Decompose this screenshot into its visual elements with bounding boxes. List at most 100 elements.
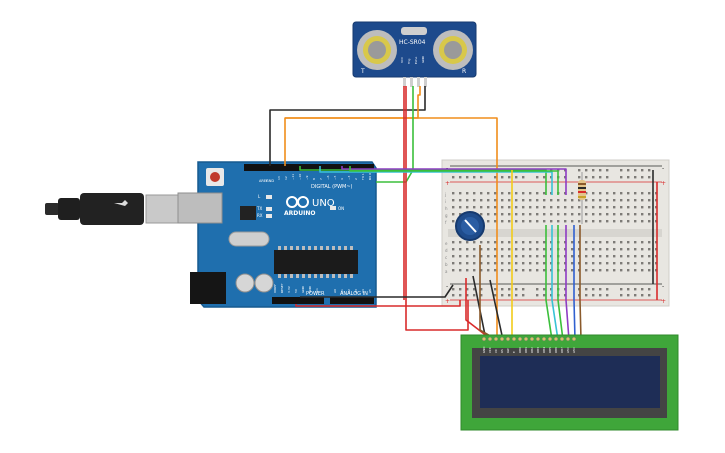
resistor bbox=[578, 172, 586, 224]
aref-label: AREF bbox=[259, 179, 268, 183]
power-pin-label: 3.3V bbox=[287, 285, 291, 293]
power-pin-label: IOREF bbox=[273, 284, 277, 293]
lcd-pin-label: LED bbox=[572, 348, 576, 353]
row-letter-a: a bbox=[445, 269, 448, 274]
arduino-logo-icon bbox=[286, 196, 309, 208]
digital-pin-label: 7 bbox=[319, 178, 323, 180]
usb-symbol-icon bbox=[114, 200, 128, 206]
rail-plus-bottom: + bbox=[445, 298, 450, 305]
lcd-pin-label: VCC bbox=[488, 347, 492, 353]
lcd-pin bbox=[530, 337, 535, 342]
lcd-pin-label: DB3 bbox=[536, 347, 540, 353]
analog-pin-label: A5 bbox=[368, 289, 372, 293]
power-pin-label: Vin bbox=[315, 288, 319, 293]
arduino-uno-board: L TX RX ON DIGITAL (PWM~) POWER ANALOG I… bbox=[177, 161, 377, 308]
arduino-model: UNO bbox=[312, 198, 335, 209]
analog-label: ANALOG IN bbox=[340, 291, 368, 297]
analog-header bbox=[330, 297, 374, 304]
lcd-pin bbox=[506, 337, 511, 342]
wire-green-d12 bbox=[299, 166, 547, 195]
lcd-pin-label: V0 bbox=[494, 349, 498, 353]
ultrasonic-sensor: HC-SR04 T R VCC Trig Echo GND bbox=[352, 21, 477, 87]
lcd-pin-label: DB5 bbox=[548, 347, 552, 353]
potentiometer[interactable] bbox=[455, 211, 485, 241]
lcd-pin-label: DB1 bbox=[524, 347, 528, 353]
sensor-pin-vcc: VCC bbox=[400, 57, 404, 63]
rail-minus-top-right: - bbox=[662, 165, 664, 172]
rail-plus-bottom-right: + bbox=[661, 298, 666, 305]
lcd-pin-label: DB0 bbox=[518, 347, 522, 353]
wire-black-sensor-gnd bbox=[269, 86, 426, 166]
lcd-pin-label: DB7 bbox=[560, 347, 564, 353]
row-letter-d: d bbox=[445, 248, 448, 253]
wires bbox=[269, 86, 658, 341]
sensor-left-mark: T bbox=[360, 68, 365, 75]
power-pin-label: 5V bbox=[294, 288, 298, 293]
analog-pin-label: A4 bbox=[361, 289, 365, 293]
wire-cyan-d11 bbox=[319, 166, 553, 195]
reset-button[interactable] bbox=[210, 172, 220, 182]
digital-pin-label: 13 bbox=[277, 176, 281, 180]
lcd-screen bbox=[480, 356, 660, 408]
sensor-pin-header bbox=[403, 77, 427, 87]
lcd-pin bbox=[554, 337, 559, 342]
lcd-pin-label: DB4 bbox=[542, 347, 546, 353]
digital-label: DIGITAL (PWM~) bbox=[311, 184, 353, 190]
row-letter-j: j bbox=[444, 192, 446, 197]
lcd-pin-label: E bbox=[512, 351, 516, 353]
row-letter-b: b bbox=[445, 262, 448, 267]
lcd-pin bbox=[536, 337, 541, 342]
digital-pin-label: ~5 bbox=[333, 175, 337, 180]
analog-pin-label: A1 bbox=[340, 289, 344, 293]
row-letter-f: f bbox=[445, 220, 447, 225]
led-on-label: ON bbox=[338, 206, 344, 211]
digital-pin-label: RX 0 bbox=[368, 173, 372, 180]
row-letter-e: e bbox=[445, 241, 448, 246]
row-letter-g: g bbox=[445, 213, 448, 218]
digital-pin-label: 2 bbox=[354, 178, 358, 180]
wire-green-trig bbox=[376, 86, 414, 183]
lcd-pin bbox=[512, 337, 517, 342]
analog-pin-label: A0 bbox=[333, 289, 337, 293]
lcd-pin bbox=[542, 337, 547, 342]
lcd-pin bbox=[482, 337, 487, 342]
wire-cyan-lcd-db5 bbox=[551, 225, 559, 341]
power-pin-label: GND bbox=[308, 285, 312, 293]
lcd-pin-label: RS bbox=[500, 349, 504, 353]
digital-pin-label: ~3 bbox=[347, 175, 351, 180]
wire-purple-lcd-db7 bbox=[565, 225, 570, 341]
rail-minus-bottom: - bbox=[446, 283, 448, 290]
wire-blue-lcd-led bbox=[573, 225, 576, 341]
wire-red-vcc bbox=[405, 86, 469, 331]
power-pin-label: GND bbox=[301, 285, 305, 293]
lcd-pin bbox=[548, 337, 553, 342]
lcd-pin-label: DB6 bbox=[554, 347, 558, 353]
led-tx bbox=[266, 207, 272, 211]
analog-pin-label: A3 bbox=[354, 289, 358, 293]
led-rx-label: RX bbox=[257, 213, 263, 218]
lcd-pin-label: RW bbox=[506, 348, 510, 353]
lcd-pin bbox=[488, 337, 493, 342]
wire-red-lcd-vcc bbox=[465, 278, 493, 341]
power-label: POWER bbox=[306, 291, 325, 297]
lcd-pin bbox=[524, 337, 529, 342]
rail-plus-top-right: + bbox=[661, 180, 666, 187]
lcd-pin bbox=[518, 337, 523, 342]
led-on bbox=[330, 206, 336, 210]
wire-green-d4 bbox=[349, 166, 559, 195]
analog-pin-label: A2 bbox=[347, 289, 351, 293]
wire-brown-lcd-led bbox=[579, 225, 582, 341]
lcd-pin-label: LED bbox=[566, 348, 570, 353]
sensor-right-mark: R bbox=[462, 68, 466, 75]
digital-pin-label: TX 1 bbox=[361, 173, 365, 181]
digital-pin-label: 8 bbox=[312, 178, 316, 180]
wire-green-lcd-db6 bbox=[557, 225, 564, 341]
led-rx bbox=[266, 214, 272, 218]
row-letter-h: h bbox=[445, 206, 448, 211]
digital-pin-label: 4 bbox=[340, 178, 344, 180]
sensor-pin-trig: Trig bbox=[407, 59, 411, 65]
wire-black-gnd-rail bbox=[300, 284, 454, 298]
wire-black-lcd-rw bbox=[489, 279, 504, 341]
